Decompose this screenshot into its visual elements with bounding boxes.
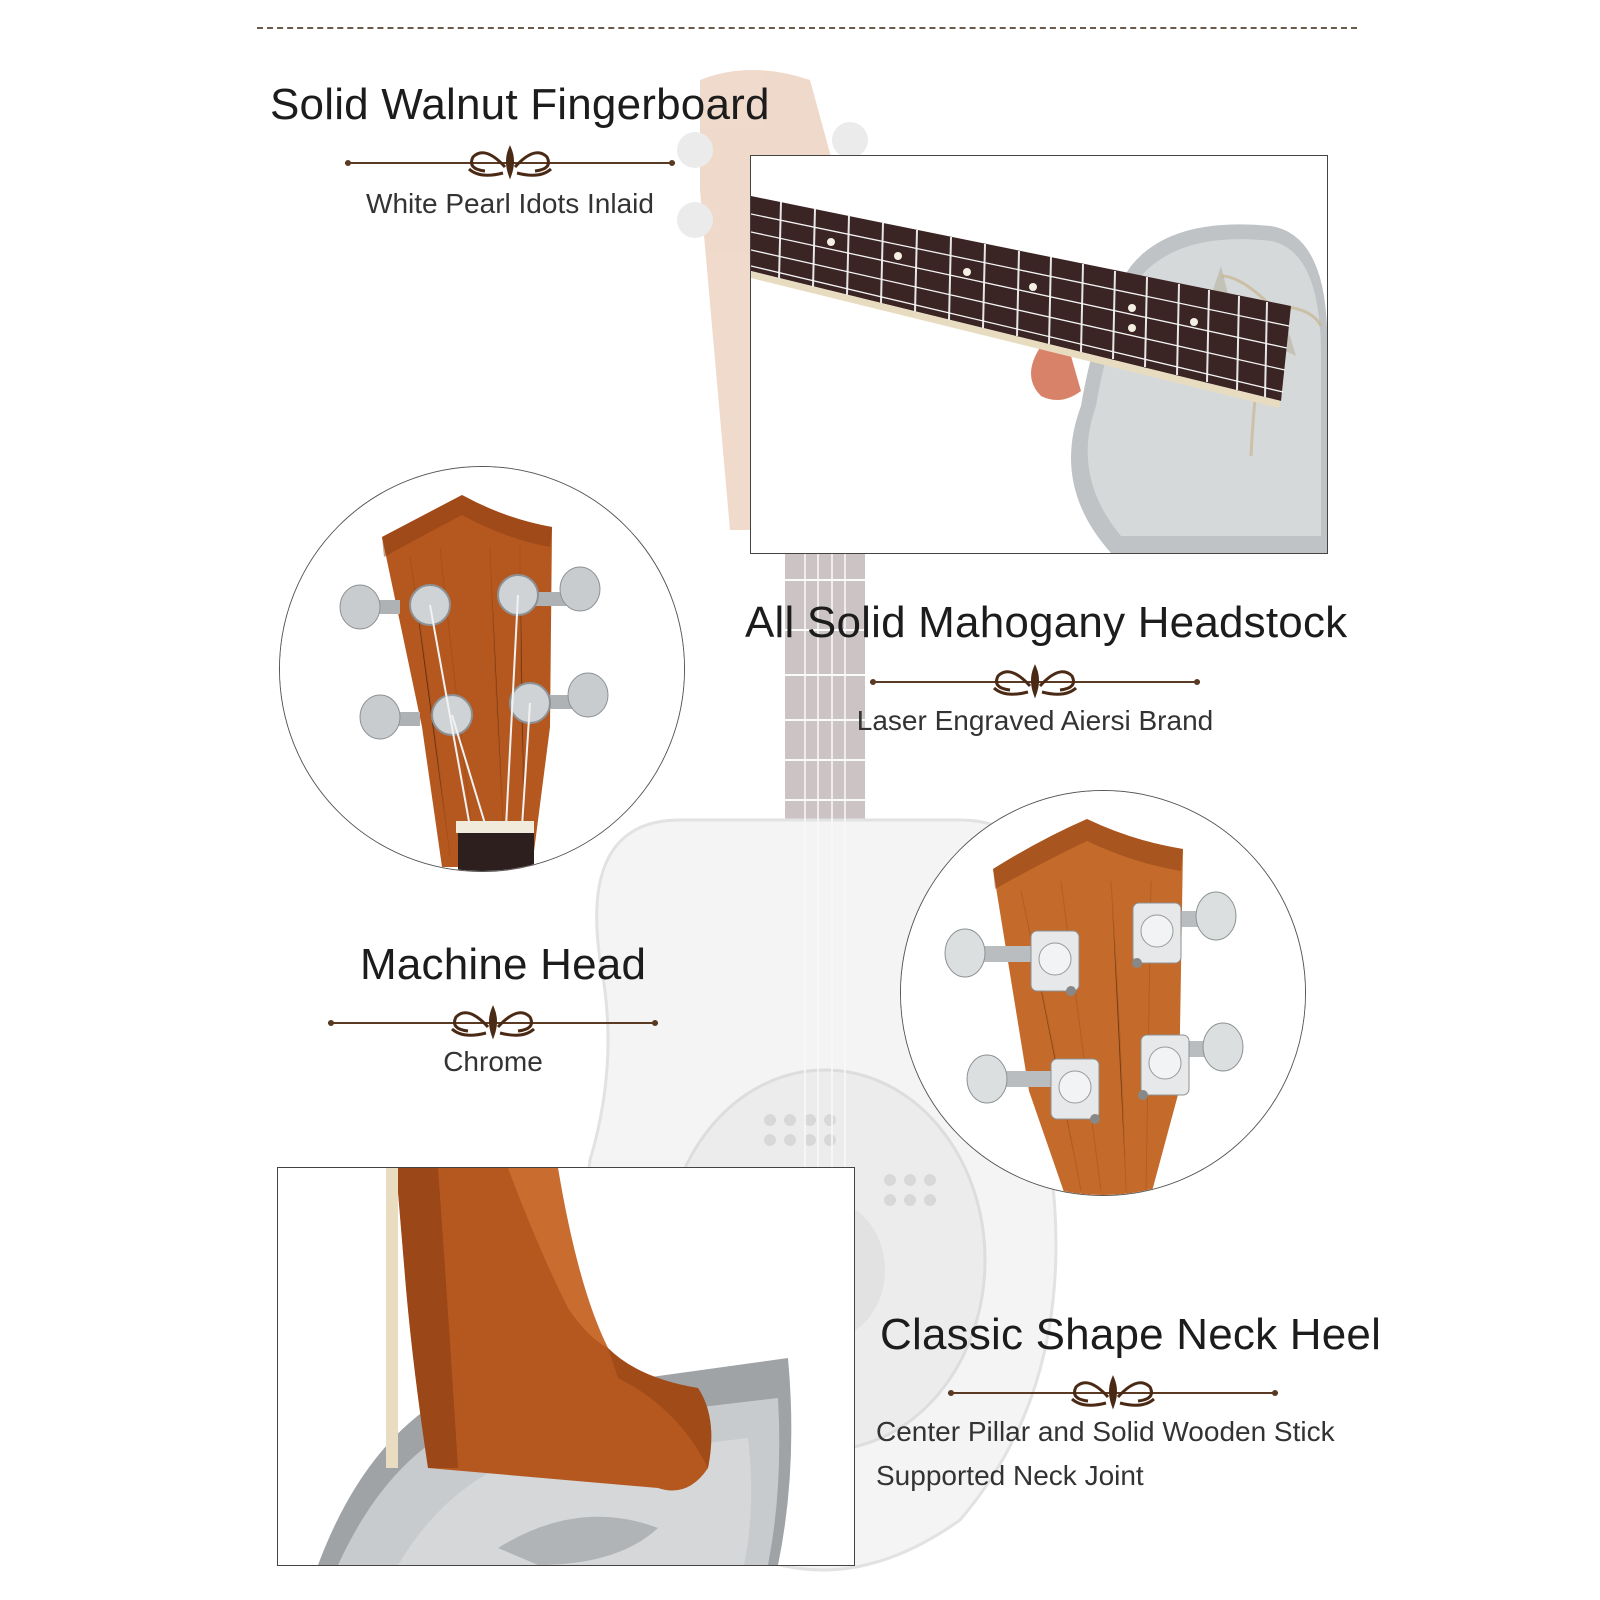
flourish-ornament-icon: [992, 664, 1078, 699]
machine-head-divider: [328, 1003, 658, 1043]
flourish-ornament-icon: [450, 1005, 536, 1040]
fingerboard-title: Solid Walnut Fingerboard: [270, 80, 770, 129]
headstock-title: All Solid Mahogany Headstock: [745, 598, 1348, 647]
fingerboard-photo: [750, 155, 1328, 554]
flourish-ornament-icon: [467, 145, 553, 180]
neck-heel-subtitle-line1: Center Pillar and Solid Wooden Stick: [876, 1416, 1335, 1447]
neck-heel-divider: [948, 1373, 1278, 1413]
headstock-divider: [870, 662, 1200, 702]
fingerboard-divider: [345, 143, 675, 183]
top-dashed-divider: [257, 27, 1357, 29]
flourish-ornament-icon: [1070, 1375, 1156, 1410]
fingerboard-subtitle: White Pearl Idots Inlaid: [366, 188, 654, 219]
neck-heel-subtitle-line2: Supported Neck Joint: [876, 1460, 1144, 1491]
headstock-front-photo: [279, 466, 685, 872]
neck-heel-title: Classic Shape Neck Heel: [880, 1310, 1382, 1359]
machine-head-photo: [900, 790, 1306, 1196]
machine-head-title: Machine Head: [360, 940, 647, 989]
machine-head-subtitle: Chrome: [443, 1046, 543, 1077]
neck-heel-photo: [277, 1167, 855, 1566]
headstock-subtitle: Laser Engraved Aiersi Brand: [856, 705, 1214, 736]
